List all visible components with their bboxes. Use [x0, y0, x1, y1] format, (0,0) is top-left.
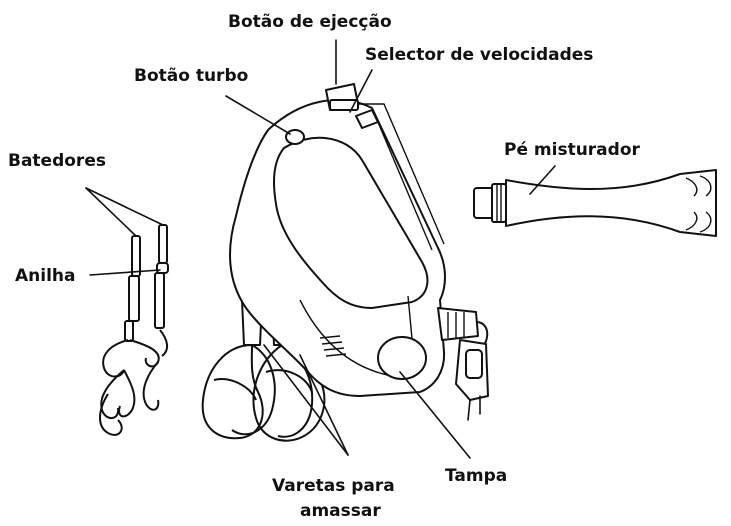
label-ring: Anilha [15, 266, 76, 286]
label-cover: Tampa [445, 466, 508, 486]
leader-lines [85, 39, 556, 459]
label-speed-selector: Selector de velocidades [365, 45, 594, 65]
label-eject-button: Botão de ejecção [228, 12, 392, 32]
beaters-illustration [99, 224, 169, 436]
label-beaters: Batedores [8, 151, 106, 171]
blender-foot-illustration [473, 169, 717, 237]
label-blender-foot: Pé misturador [504, 140, 640, 160]
label-dough-hooks-line2: amassar [300, 501, 381, 521]
label-turbo-button: Botão turbo [134, 66, 249, 86]
mixer-body-illustration [229, 83, 489, 421]
label-dough-hooks-line1: Varetas para [272, 476, 395, 496]
